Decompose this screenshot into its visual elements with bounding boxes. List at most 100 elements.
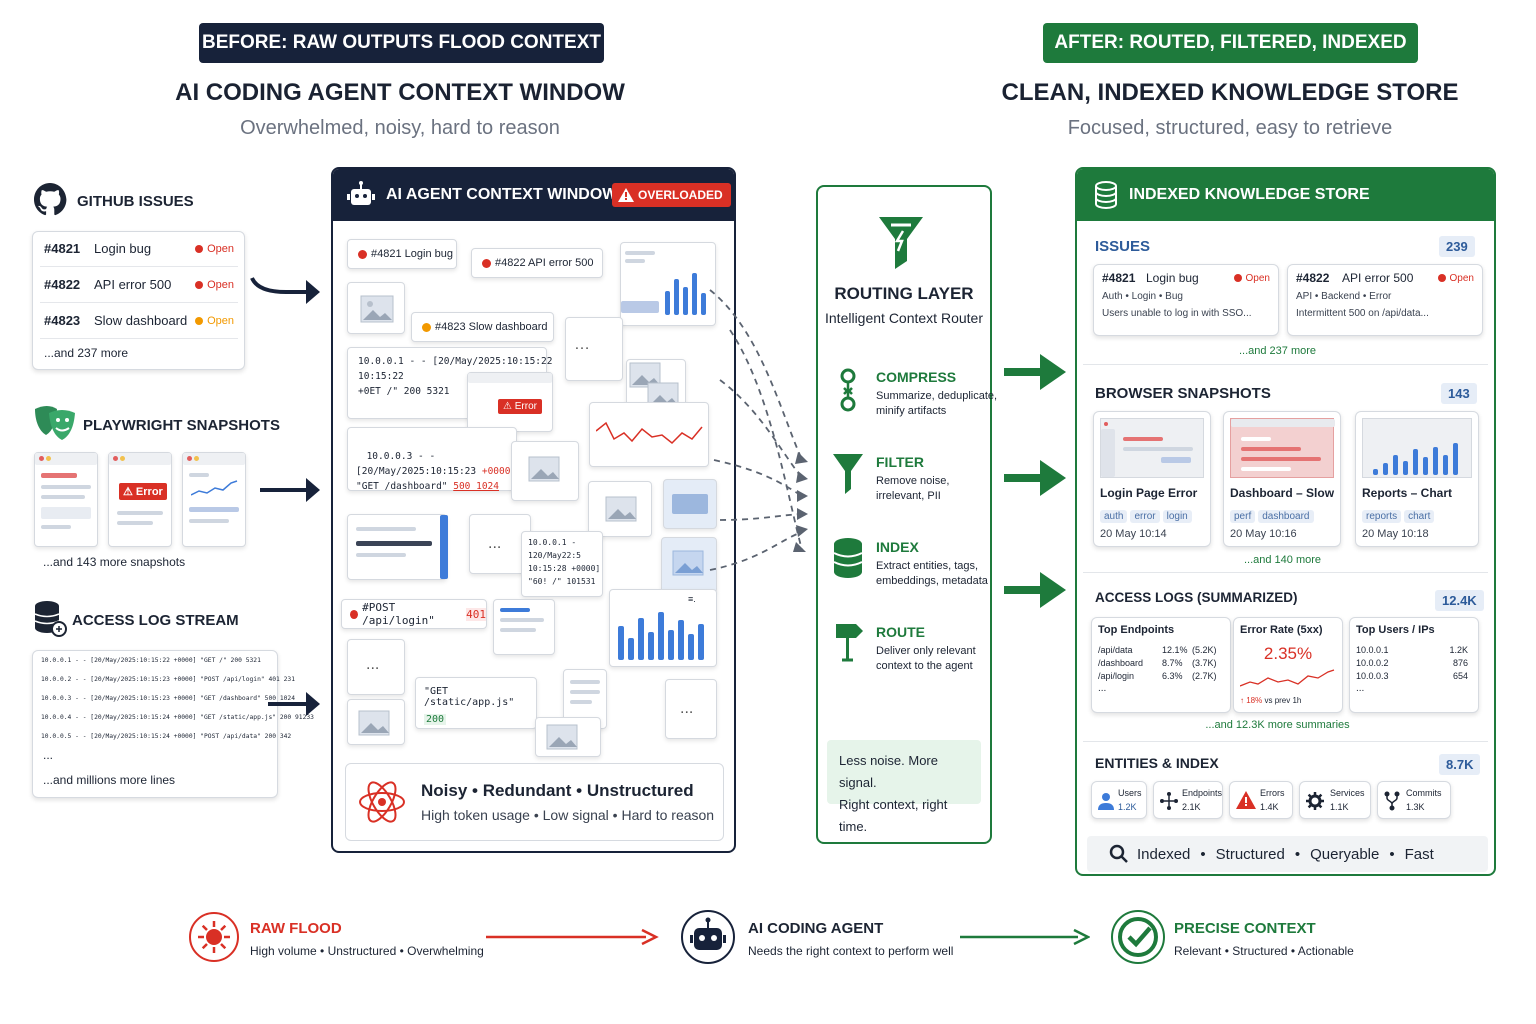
- raw-flood-icon: [189, 912, 239, 962]
- error-rate-card[interactable]: Error Rate (5xx) 2.35% ↑ 18% vs prev 1h: [1233, 617, 1343, 713]
- footer-word: Structured: [1215, 845, 1285, 863]
- precise-desc: Relevant • Structured • Actionable: [1174, 944, 1354, 958]
- logs-section: [1083, 577, 1488, 742]
- footer-word: Indexed: [1137, 845, 1191, 863]
- gear-icon: [1306, 792, 1324, 810]
- issue-status: Open: [207, 278, 234, 291]
- image-thumb: ...: [469, 514, 531, 574]
- entity-endpoints[interactable]: Endpoints 2.1K: [1153, 781, 1223, 819]
- warning-icon: [618, 188, 634, 202]
- issues-more[interactable]: ...and 237 more: [1238, 345, 1317, 357]
- before-subtitle: Overwhelmed, noisy, hard to reason: [240, 117, 560, 139]
- footer-subtitle: High token usage • Low signal • Hard to …: [421, 807, 715, 823]
- github-card: [32, 231, 245, 370]
- issue-id: #4821: [44, 241, 81, 256]
- filter-icon: [833, 454, 863, 494]
- issue-chip[interactable]: #POST /api/login" 401: [341, 599, 487, 629]
- step-filter-name: FILTER: [876, 454, 924, 470]
- footer-word: Fast: [1404, 845, 1434, 863]
- footer-sep: •: [1200, 845, 1206, 863]
- github-row[interactable]: #4822 API error 500 Open: [44, 277, 234, 292]
- playwright-masks-icon: [35, 406, 75, 440]
- status-dot: [195, 244, 204, 253]
- github-row[interactable]: #4821 Login bug Open: [44, 241, 234, 256]
- step-compress-name: COMPRESS: [876, 369, 957, 385]
- issue-chip[interactable]: #4821 Login bug: [347, 239, 457, 269]
- robot-icon: [347, 181, 375, 205]
- image-thumb: [347, 282, 405, 334]
- chart-thumb: [620, 242, 716, 326]
- issue-name: API error 500: [94, 277, 172, 292]
- snapshot-thumb[interactable]: ⚠ Error: [108, 452, 172, 547]
- after-title: CLEAN, INDEXED KNOWLEDGE STORE: [1001, 79, 1459, 106]
- issue-name: Login bug: [94, 241, 152, 256]
- logs-more[interactable]: ...and 12.3K more summaries: [1205, 719, 1350, 731]
- router-tagline: Less noise. More signal. Right context, …: [827, 740, 981, 834]
- logs-title: ACCESS LOG STREAM: [72, 612, 239, 629]
- line-chart-thumb: [589, 402, 709, 467]
- issue-chip[interactable]: #4822 API error 500: [471, 248, 603, 278]
- error-badge: ⚠ Error: [498, 399, 542, 414]
- github-title: GITHUB ISSUES: [77, 193, 194, 210]
- snapshots-count: 143: [1441, 383, 1477, 404]
- logs-label: ACCESS LOGS (SUMMARIZED): [1095, 590, 1298, 605]
- static-snippet: "GET /static/app.js" 200: [415, 677, 537, 729]
- snapshot-thumb[interactable]: [182, 452, 246, 547]
- step-route-name: ROUTE: [876, 624, 925, 640]
- user-icon: [1098, 793, 1114, 810]
- entity-services[interactable]: Services 1.1K: [1299, 781, 1371, 819]
- before-badge: BEFORE: RAW OUTPUTS FLOOD CONTEXT: [199, 23, 604, 63]
- flow-arrow-red: [486, 928, 659, 946]
- context-footer: [345, 763, 724, 841]
- divider: [40, 266, 238, 267]
- snapshots-label: BROWSER SNAPSHOTS: [1095, 385, 1271, 402]
- issue-name: Slow dashboard: [94, 313, 188, 328]
- after-subtitle: Focused, structured, easy to retrieve: [1067, 117, 1393, 139]
- panel-thumb: [493, 599, 555, 655]
- agent-robot-icon: [681, 910, 735, 964]
- entity-errors[interactable]: Errors 1.4K: [1229, 781, 1293, 819]
- context-window: AI AGENT CONTEXT WINDOW OVERLOADED #4821…: [331, 167, 736, 853]
- issue-id: #4822: [44, 277, 81, 292]
- error-trend-line: [1240, 669, 1335, 687]
- output-arrows: [1004, 354, 1066, 608]
- log-snippet: 10.0.0.1 - 120/May22:5 10:15:28 +0000] "…: [521, 531, 603, 597]
- database-stream-icon: [34, 601, 67, 637]
- playwright-title: PLAYWRIGHT SNAPSHOTS: [83, 417, 280, 434]
- store-header: [1077, 169, 1494, 221]
- log-line: 10.0.0.4 - - [20/May/2025:10:15:24 +0000…: [41, 714, 314, 721]
- snapshot-thumb[interactable]: [34, 452, 98, 547]
- github-row[interactable]: #4823 Slow dashboard Open: [44, 313, 234, 328]
- database-icon: [1095, 181, 1117, 209]
- entity-commits[interactable]: Commits 1.3K: [1377, 781, 1451, 819]
- commit-icon: [1384, 791, 1400, 811]
- footer-sep: •: [1294, 845, 1301, 863]
- log-line: 10.0.0.1 - - [20/May/2025:10:15:22 +0000…: [41, 657, 261, 664]
- step-compress-desc: Summarize, deduplicate, minify artifacts: [876, 390, 998, 417]
- entity-users[interactable]: Users 1.2K: [1091, 781, 1147, 819]
- footer-sep: •: [1389, 845, 1395, 863]
- divider: [40, 338, 238, 339]
- issue-chip[interactable]: #4823 Slow dashboard: [411, 312, 554, 342]
- log-snippet: 10.0.0.3 - - [20/May/2025:10:15:23 +0000…: [347, 427, 517, 492]
- router-subtitle: Intelligent Context Router: [825, 310, 983, 326]
- image-thumb: [663, 479, 717, 529]
- divider: [40, 302, 238, 303]
- compress-icon: [840, 368, 856, 412]
- issues-count: 239: [1439, 236, 1475, 257]
- snapshots-more[interactable]: ...and 140 more: [1243, 554, 1322, 566]
- logs-card: [32, 650, 278, 798]
- log-line: 10.0.0.2 - - [20/May/2025:10:15:23 +0000…: [41, 676, 296, 683]
- search-icon: [1109, 844, 1128, 863]
- log-line: 10.0.0.3 - - [20/May/2025:10:15:23 +0000…: [41, 695, 296, 702]
- context-title: AI AGENT CONTEXT WINDOW: [386, 186, 618, 203]
- image-thumb: ...: [347, 639, 405, 695]
- image-thumb: [511, 441, 579, 501]
